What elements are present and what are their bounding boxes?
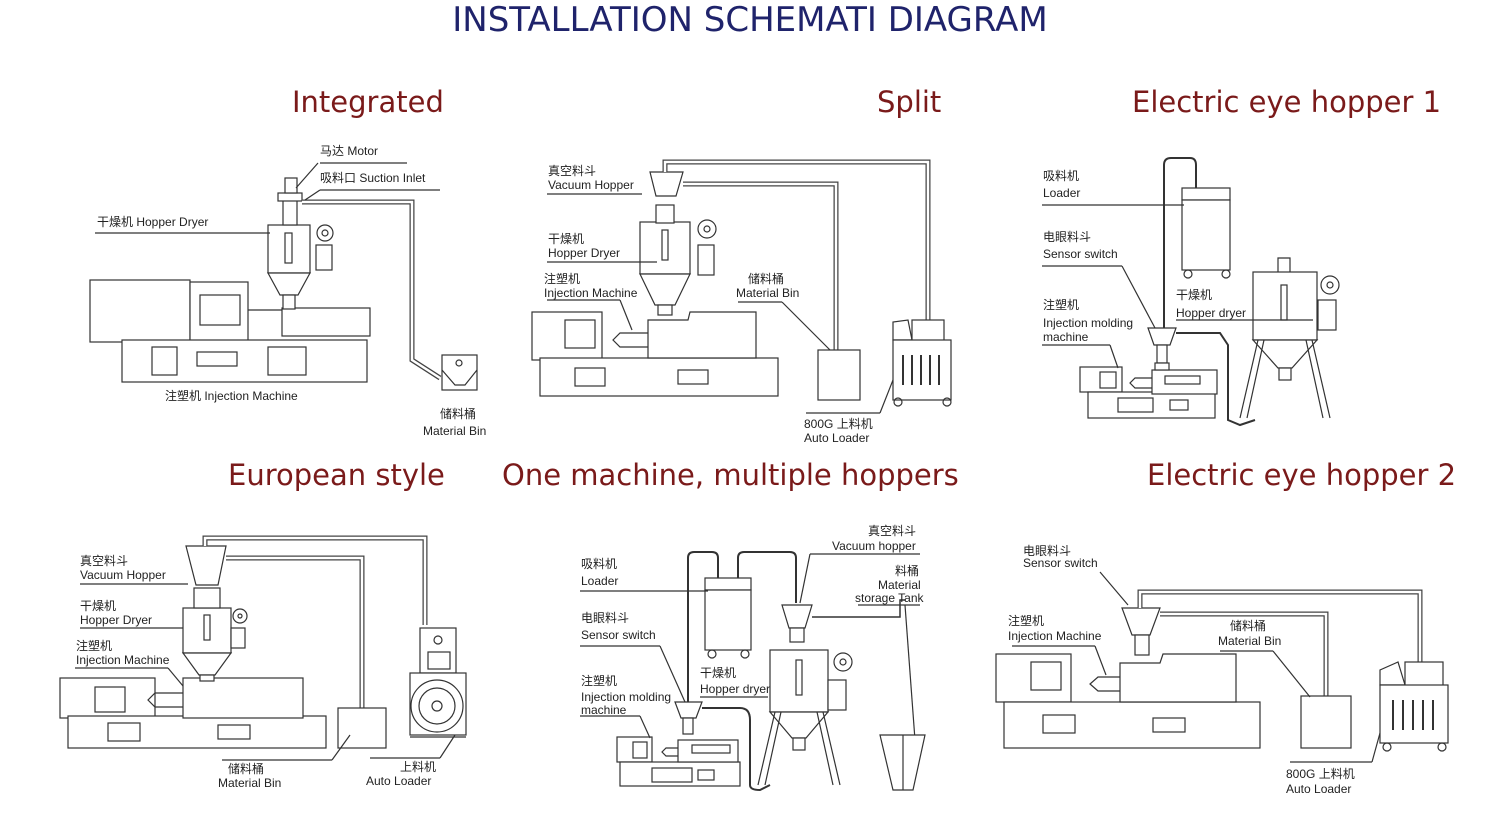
label-material-bin-cn: 储料桶 (748, 271, 784, 286)
label-injection-machine-cn: 注塑机 (544, 271, 580, 286)
material-bin (817, 349, 861, 401)
label-auto-loader-en: Auto Loader (804, 431, 869, 445)
label-loader-cn: 吸料机 (581, 557, 617, 571)
label-sensor-en: Sensor switch (1043, 247, 1118, 261)
label-injection-cn: 注塑机 (581, 673, 617, 688)
label-vacuum-hopper-en: Vacuum Hopper (80, 568, 166, 582)
label-material-bin-cn: 储料桶 (440, 406, 476, 421)
hopper-dryer (757, 649, 853, 786)
label-injection-machine: 注塑机 Injection Machine (165, 388, 298, 403)
label-tank-en2: storage Tank (855, 591, 924, 605)
label-injection-en1: Injection molding (1043, 316, 1133, 330)
label-material-bin-en: Material Bin (423, 424, 486, 438)
sensor-hopper (1121, 607, 1161, 656)
label-material-bin-en: Material Bin (1218, 634, 1281, 648)
heading-split: Split (877, 85, 942, 119)
label-injection-cn: 注塑机 (1043, 297, 1079, 312)
page-title: INSTALLATION SCHEMATI DIAGRAM (452, 0, 1048, 40)
label-dryer-cn: 干燥机 (1176, 288, 1212, 302)
injection-machine (59, 677, 327, 749)
label-dryer-en: Hopper dryer (700, 682, 770, 696)
label-injection-machine-en: Injection Machine (544, 286, 638, 300)
label-auto-loader-cn: 800G 上料机 (804, 417, 873, 431)
label-injection-machine-cn: 注塑机 (76, 638, 112, 653)
heading-multi-hopper: One machine, multiple hoppers (502, 458, 959, 492)
label-hopper-dryer-cn: 干燥机 (80, 599, 116, 613)
loader (1181, 187, 1231, 279)
vacuum-hopper (781, 604, 813, 643)
label-auto-loader-en: Auto Loader (366, 774, 431, 788)
label-hopper-dryer: 干燥机 Hopper Dryer (97, 215, 208, 229)
label-auto-loader-en: Auto Loader (1286, 782, 1351, 796)
label-injection-en1: Injection molding (581, 690, 671, 704)
label-sensor-en: Sensor switch (581, 628, 656, 642)
label-auto-loader-cn: 上料机 (400, 760, 436, 774)
heading-integrated: Integrated (292, 85, 444, 119)
label-injection-en2: machine (1043, 330, 1089, 344)
label-loader-en: Loader (1043, 186, 1080, 200)
material-bin (441, 354, 478, 391)
label-suction-inlet: 吸料口 Suction Inlet (320, 171, 426, 185)
label-vacuum-hopper-cn: 真空料斗 (80, 554, 128, 568)
label-sensor-en: Sensor switch (1023, 556, 1098, 570)
label-hopper-dryer-en: Hopper Dryer (80, 613, 152, 627)
label-material-bin-en: Material Bin (736, 286, 799, 300)
label-tank-en1: Material (878, 578, 921, 592)
label-material-bin-cn: 储料桶 (228, 761, 264, 776)
label-dryer-en: Hopper dryer (1176, 306, 1246, 320)
label-motor: 马达 Motor (320, 144, 378, 158)
hopper-dryer (639, 171, 717, 316)
label-vacuum-cn: 真空料斗 (868, 524, 916, 538)
material-bin (1300, 695, 1352, 749)
injection-machine (1079, 366, 1218, 419)
label-vacuum-en: Vacuum hopper (832, 539, 916, 553)
label-injection-en2: machine (581, 703, 627, 717)
label-injection-machine-en: Injection Machine (76, 653, 170, 667)
label-material-bin-en: Material Bin (218, 776, 281, 790)
label-injection-en: Injection Machine (1008, 629, 1102, 643)
label-material-bin-cn: 储料桶 (1230, 618, 1266, 633)
injection-machine (89, 279, 371, 383)
auto-loader (892, 319, 952, 407)
label-sensor-cn: 电眼料斗 (581, 611, 629, 625)
sensor-hopper (674, 701, 703, 735)
label-auto-loader-cn: 800G 上料机 (1286, 767, 1355, 781)
label-hopper-dryer-en: Hopper Dryer (548, 246, 620, 260)
label-loader-en: Loader (581, 574, 618, 588)
injection-machine (995, 653, 1261, 749)
heading-electric-eye-1: Electric eye hopper 1 (1132, 85, 1442, 119)
label-sensor-cn: 电眼料斗 (1023, 544, 1071, 558)
heading-european: European style (228, 458, 445, 492)
label-dryer-cn: 干燥机 (700, 666, 736, 680)
hopper-dryer (266, 177, 334, 310)
hopper-dryer (1239, 257, 1340, 419)
hopper-dryer (181, 545, 248, 682)
loader (704, 577, 752, 659)
heading-electric-eye-2: Electric eye hopper 2 (1147, 458, 1457, 492)
injection-machine (531, 311, 779, 397)
label-loader-cn: 吸料机 (1043, 169, 1079, 183)
label-vacuum-hopper-en: Vacuum Hopper (548, 178, 634, 192)
label-sensor-cn: 电眼料斗 (1043, 230, 1091, 244)
auto-loader (409, 627, 467, 738)
injection-machine (616, 736, 741, 787)
label-tank-cn: 料桶 (895, 563, 919, 578)
auto-loader (1379, 661, 1449, 752)
label-hopper-dryer-cn: 干燥机 (548, 232, 584, 246)
label-injection-cn: 注塑机 (1008, 613, 1044, 628)
label-vacuum-hopper-cn: 真空料斗 (548, 164, 596, 178)
material-storage-tank (879, 734, 926, 791)
sensor-hopper (1147, 327, 1177, 371)
